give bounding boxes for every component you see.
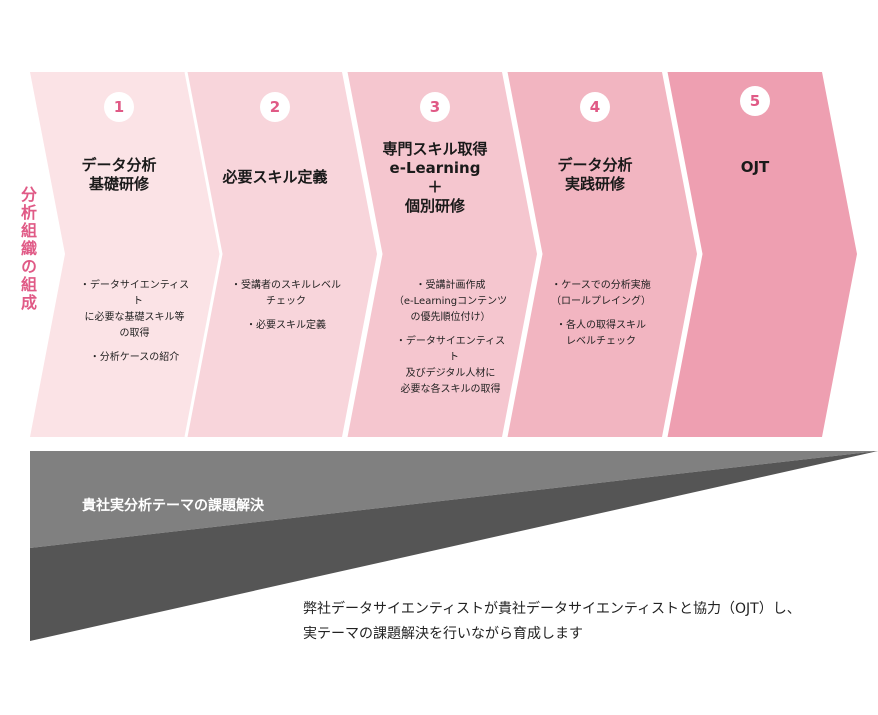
step-description-item: ・分析ケースの紹介: [75, 350, 194, 366]
step-description-line: ・必要スキル定義: [246, 320, 326, 331]
step-title: データ分析実践研修: [520, 156, 670, 194]
step-number-badge: 3: [420, 92, 450, 122]
chevron-step-1: [30, 72, 221, 437]
step-description-item: ・必要スキル定義: [231, 318, 341, 334]
chevron-step-2: [186, 72, 377, 437]
step-description-line: ・データサイエンティスト: [79, 280, 190, 307]
step-description-line: ・各人の取得スキル: [556, 320, 646, 331]
step-description-line: チェック: [266, 296, 306, 307]
step-title-line: 必要スキル定義: [222, 168, 328, 186]
step-description-line: 及びデジタル人材に: [405, 368, 496, 379]
step-title-line: 実践研修: [564, 175, 625, 193]
step-description-line: ・受講者のスキルレベル: [231, 280, 341, 291]
step-description-line: ・受講計画作成: [415, 280, 486, 291]
chevron-separator: [184, 71, 223, 438]
step-description-line: 必要な各スキルの取得: [400, 384, 501, 395]
step-description-line: （ロールプレイング）: [551, 296, 651, 307]
step-description-item: ・ケースでの分析実施 （ロールプレイング）: [551, 278, 651, 310]
chevron-separator: [344, 71, 383, 438]
step-description-line: レベルチェック: [566, 336, 636, 347]
footer-text: 弊社データサイエンティストが貴社データサイエンティストと協力（OJT）し、 実テ…: [303, 597, 801, 647]
step-description-item: ・データサイエンティスト及びデジタル人材に必要な各スキルの取得: [391, 334, 510, 398]
step-description: ・ケースでの分析実施 （ロールプレイング） ・各人の取得スキルレベルチェック: [551, 278, 651, 358]
chevron-step-5: [666, 72, 857, 437]
footer-line: 弊社データサイエンティストが貴社データサイエンティストと協力（OJT）し、: [303, 601, 801, 617]
step-title-line: e-Learning: [389, 159, 481, 177]
step-title-line: データ分析: [557, 156, 633, 174]
step-title-line: データ分析: [81, 156, 157, 174]
chevron-separator: [664, 71, 703, 438]
step-title-line: 基礎研修: [88, 175, 149, 193]
step-description-line: （e-Learningコンテンツ: [393, 296, 508, 307]
chevron-step-4: [506, 72, 697, 437]
step-title: OJT: [680, 158, 830, 177]
step-description: ・受講計画作成 （e-Learningコンテンツの優先順位付け） ・データサイエンテ…: [391, 278, 510, 406]
step-description-item: ・受講計画作成 （e-Learningコンテンツの優先順位付け）: [391, 278, 510, 326]
step-title-line: 専門スキル取得: [382, 140, 488, 158]
step-number-badge: 2: [260, 92, 290, 122]
step-description-line: の優先順位付け）: [410, 312, 491, 323]
step-description-item: ・データサイエンティストに必要な基礎スキル等の取得: [75, 278, 194, 342]
chevron-separator: [504, 71, 543, 438]
footer-line: 実テーマの課題解決を行いながら育成します: [303, 626, 583, 642]
step-description: ・データサイエンティストに必要な基礎スキル等の取得・分析ケースの紹介: [75, 278, 194, 374]
step-description-line: に必要な基礎スキル等: [84, 312, 185, 323]
step-description-line: ・データサイエンティスト: [395, 336, 506, 363]
chevron-step-3: [346, 72, 537, 437]
step-title: 必要スキル定義: [200, 168, 350, 187]
step-description-line: の取得: [119, 328, 150, 339]
step-description-item: ・受講者のスキルレベルチェック: [231, 278, 341, 310]
step-number-badge: 5: [740, 86, 770, 116]
step-title-line: 個別研修: [404, 197, 465, 215]
side-label: 分析組織の組成: [18, 186, 37, 312]
step-number-badge: 4: [580, 92, 610, 122]
step-description: ・受講者のスキルレベルチェック・必要スキル定義: [231, 278, 341, 342]
triangle-label: 貴社実分析テーマの課題解決: [82, 498, 264, 514]
step-number-badge: 1: [104, 92, 134, 122]
step-description-line: ・分析ケースの紹介: [89, 352, 180, 363]
step-title: データ分析基礎研修: [44, 156, 194, 194]
step-title-line: ＋: [427, 178, 443, 196]
step-description-item: ・各人の取得スキルレベルチェック: [551, 318, 651, 350]
step-title-line: OJT: [740, 158, 770, 176]
step-description-line: ・ケースでの分析実施: [551, 280, 651, 291]
triangle-dark-band: [30, 451, 878, 641]
